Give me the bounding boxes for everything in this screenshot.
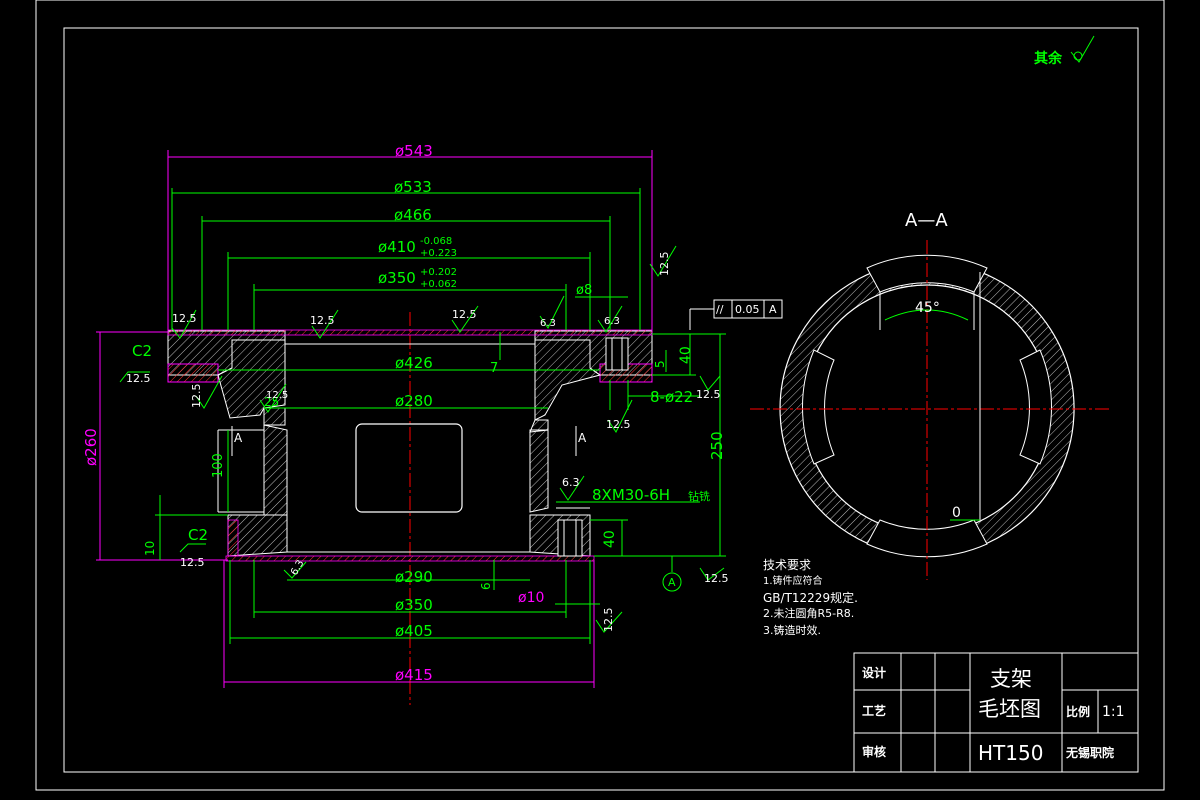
tolerance-symbol: // <box>716 303 724 316</box>
dim-thread: 8XM30-6H <box>592 486 670 504</box>
chamfer-c2-bottom: C2 <box>188 526 208 544</box>
dim-d410-lower: +0.223 <box>420 248 457 259</box>
roughness-15: 12.5 <box>704 572 729 585</box>
dim-40-top: 40 <box>678 346 694 364</box>
dim-d280: ø280 <box>395 392 433 410</box>
roughness-6: 12.5 <box>658 252 671 277</box>
dim-8-holes: 8-ø22 <box>650 388 693 406</box>
tb-process: 工艺 <box>862 703 886 718</box>
dim-d543: ø543 <box>395 142 433 160</box>
zero-label: 0 <box>952 505 961 521</box>
dim-d466: ø466 <box>394 206 432 224</box>
dim-5: 5 <box>653 360 667 368</box>
tech-req-line-3: 2.未注圆角R5-R8. <box>763 606 854 620</box>
roughness-10: 12.5 <box>696 388 721 401</box>
roughness-13: 6.3 <box>562 476 580 489</box>
dim-r25: 25 <box>264 395 279 409</box>
dim-thread-note: 钻铣 <box>688 489 710 503</box>
dim-d410-upper: -0.068 <box>420 236 452 247</box>
roughness-2: 6.3 <box>540 318 556 329</box>
roughness-4: 12.5 <box>452 308 477 321</box>
tb-name-2: 毛坯图 <box>978 697 1041 721</box>
dim-d410: ø410 <box>378 238 416 256</box>
title-block <box>853 652 1139 773</box>
dim-d290: ø290 <box>395 568 433 586</box>
roughness-values: 12.5 6.3 12.5 12.5 6.3 12.5 12.5 12.5 12… <box>126 252 729 633</box>
tb-design: 设计 <box>862 665 886 680</box>
tb-material: HT150 <box>978 741 1043 765</box>
section-view <box>167 312 653 705</box>
roughness-11: 12.5 <box>180 556 205 569</box>
inner-border <box>63 27 1139 773</box>
section-aa-label: A—A <box>905 210 948 231</box>
tb-review: 审核 <box>862 744 886 759</box>
dim-10: 10 <box>143 541 157 556</box>
dim-d405: ø405 <box>395 622 433 640</box>
tolerance-datum: A <box>769 303 777 316</box>
tech-req-line-1: 1.铸件应符合 <box>763 574 823 587</box>
roughness-16: 12.5 <box>266 390 288 401</box>
dim-40-bottom: 40 <box>602 530 618 548</box>
dim-d10: ø10 <box>518 590 544 606</box>
roughness-7: 12.5 <box>126 372 151 385</box>
roughness-14: 12.5 <box>602 608 615 633</box>
roughness-5: 6.3 <box>604 316 620 327</box>
section-marks: A A <box>231 426 587 456</box>
section-aa-view: A—A 45° 0 <box>750 210 1110 580</box>
roughness-3: 12.5 <box>310 314 335 327</box>
center-window <box>355 423 463 513</box>
dim-d350-upper: +0.202 <box>420 267 457 278</box>
surface-note-text: 其余 <box>1034 50 1063 67</box>
roughness-symbols <box>119 245 725 633</box>
chamfer-c2-top: C2 <box>132 342 152 360</box>
tolerance-value: 0.05 <box>735 303 760 316</box>
dim-d350-bottom: ø350 <box>395 596 433 614</box>
dim-d426: ø426 <box>395 354 433 372</box>
tb-scale-label: 比例 <box>1066 704 1090 719</box>
tech-req-line-4: 3.铸造时效. <box>763 623 821 637</box>
roughness-9: 12.5 <box>606 418 631 431</box>
tb-name-1: 支架 <box>990 667 1032 691</box>
dim-d350-top: ø350 <box>378 269 416 287</box>
datum-a-label: A <box>668 576 676 589</box>
dim-d533: ø533 <box>394 178 432 196</box>
dim-d350-lower: +0.062 <box>420 279 457 290</box>
mid-dimensions <box>96 331 726 561</box>
tb-school: 无锡职院 <box>1065 745 1114 760</box>
section-mark-right: A <box>578 431 587 445</box>
dim-d260: ø260 <box>82 428 100 466</box>
dim-7: 7 <box>490 361 498 376</box>
tech-req-line-2: GB/T12229规定. <box>763 590 858 605</box>
bottom-dimensions <box>223 560 600 688</box>
section-mark-left: A <box>234 431 243 445</box>
top-dimensions <box>167 150 653 330</box>
tolerance-frame: // 0.05 A <box>689 299 783 330</box>
outer-border <box>35 0 1165 791</box>
surface-roughness-note: 其余 <box>1034 35 1095 67</box>
roughness-8: 12.5 <box>190 384 203 409</box>
tb-scale-value: 1:1 <box>1102 704 1125 720</box>
tech-requirements: 技术要求 1.铸件应符合 GB/T12229规定. 2.未注圆角R5-R8. 3… <box>763 558 858 637</box>
dim-6: 6 <box>479 582 493 590</box>
dim-250: 250 <box>708 431 726 460</box>
datum-a: A <box>662 556 682 592</box>
dim-d415: ø415 <box>395 666 433 684</box>
dim-d8: ø8 <box>576 283 592 298</box>
dim-100: 100 <box>211 453 226 478</box>
roughness-1: 12.5 <box>172 312 197 325</box>
tech-req-title: 技术要求 <box>763 558 811 572</box>
angle-label: 45° <box>915 300 940 316</box>
